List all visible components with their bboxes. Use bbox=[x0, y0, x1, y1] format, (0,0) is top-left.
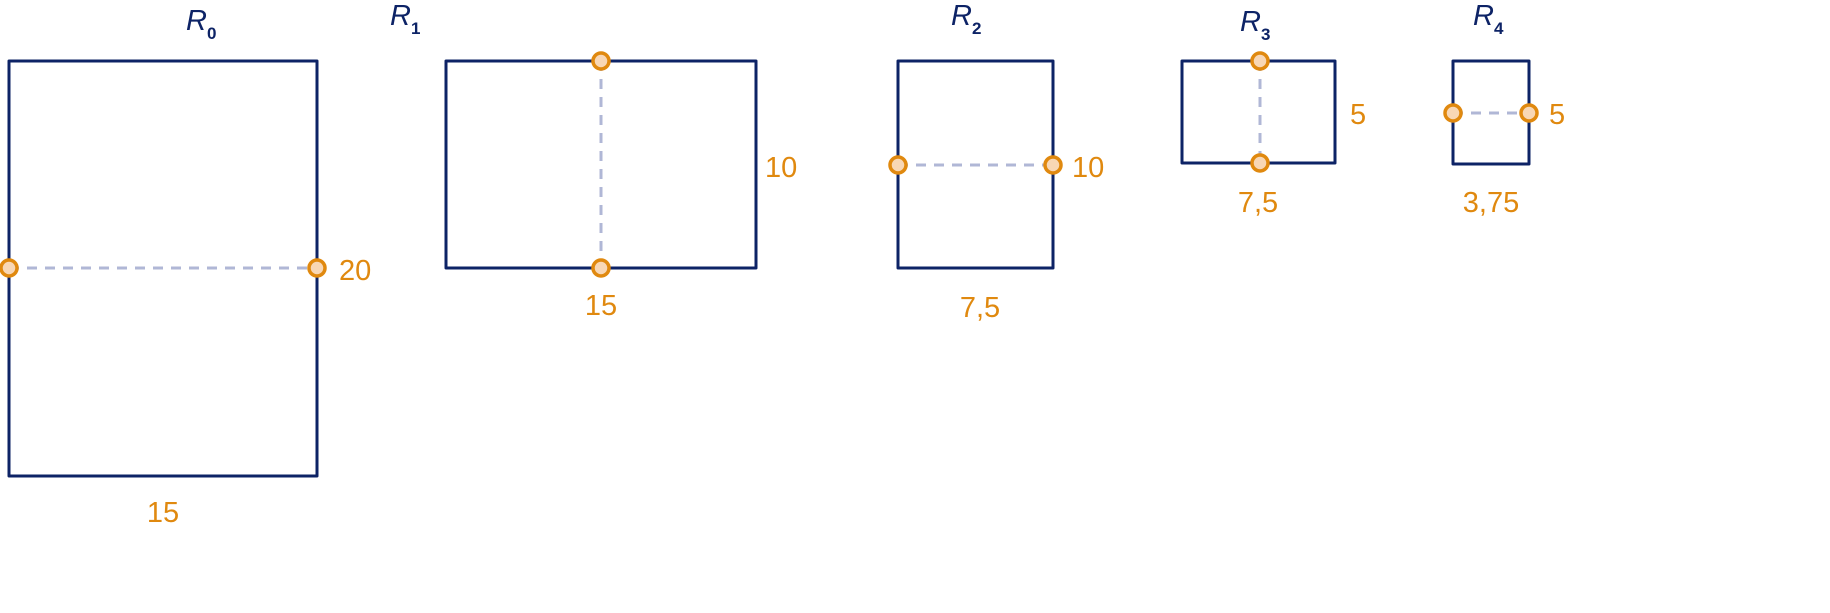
rectangle-label: R1 bbox=[390, 0, 420, 38]
rectangle-r0: R0 20 15 bbox=[0, 5, 371, 529]
midpoint bbox=[1519, 103, 1539, 123]
width-label: 15 bbox=[147, 497, 179, 529]
midpoint bbox=[307, 258, 327, 278]
rectangle-label: R4 bbox=[1473, 0, 1504, 38]
midpoint bbox=[591, 51, 611, 71]
midpoint bbox=[0, 258, 19, 278]
width-label: 7,5 bbox=[960, 292, 1000, 324]
width-label: 7,5 bbox=[1238, 187, 1278, 219]
midpoint bbox=[1043, 155, 1063, 175]
rectangle-label: R0 bbox=[186, 5, 216, 43]
height-label: 5 bbox=[1549, 99, 1565, 131]
rectangle-label: R3 bbox=[1240, 6, 1270, 44]
rectangle-r1: R1 10 15 bbox=[390, 0, 797, 322]
rectangle-r3: R3 5 7,5 bbox=[1180, 6, 1366, 219]
height-label: 20 bbox=[339, 255, 371, 287]
height-label: 10 bbox=[1072, 152, 1104, 184]
midpoint bbox=[1443, 103, 1463, 123]
rectangle-outline bbox=[1180, 59, 1337, 165]
midpoint bbox=[591, 258, 611, 278]
midpoint bbox=[1250, 153, 1270, 173]
height-label: 5 bbox=[1350, 99, 1366, 131]
height-label: 10 bbox=[765, 152, 797, 184]
midpoint bbox=[888, 155, 908, 175]
midpoint bbox=[1250, 51, 1270, 71]
rectangle-outline bbox=[444, 59, 758, 270]
width-label: 3,75 bbox=[1463, 187, 1519, 219]
width-label: 15 bbox=[585, 290, 617, 322]
rectangle-r4: R4 5 3,75 bbox=[1443, 0, 1565, 219]
rectangle-r2: R2 10 7,5 bbox=[888, 0, 1104, 324]
rectangle-label: R2 bbox=[951, 0, 981, 38]
